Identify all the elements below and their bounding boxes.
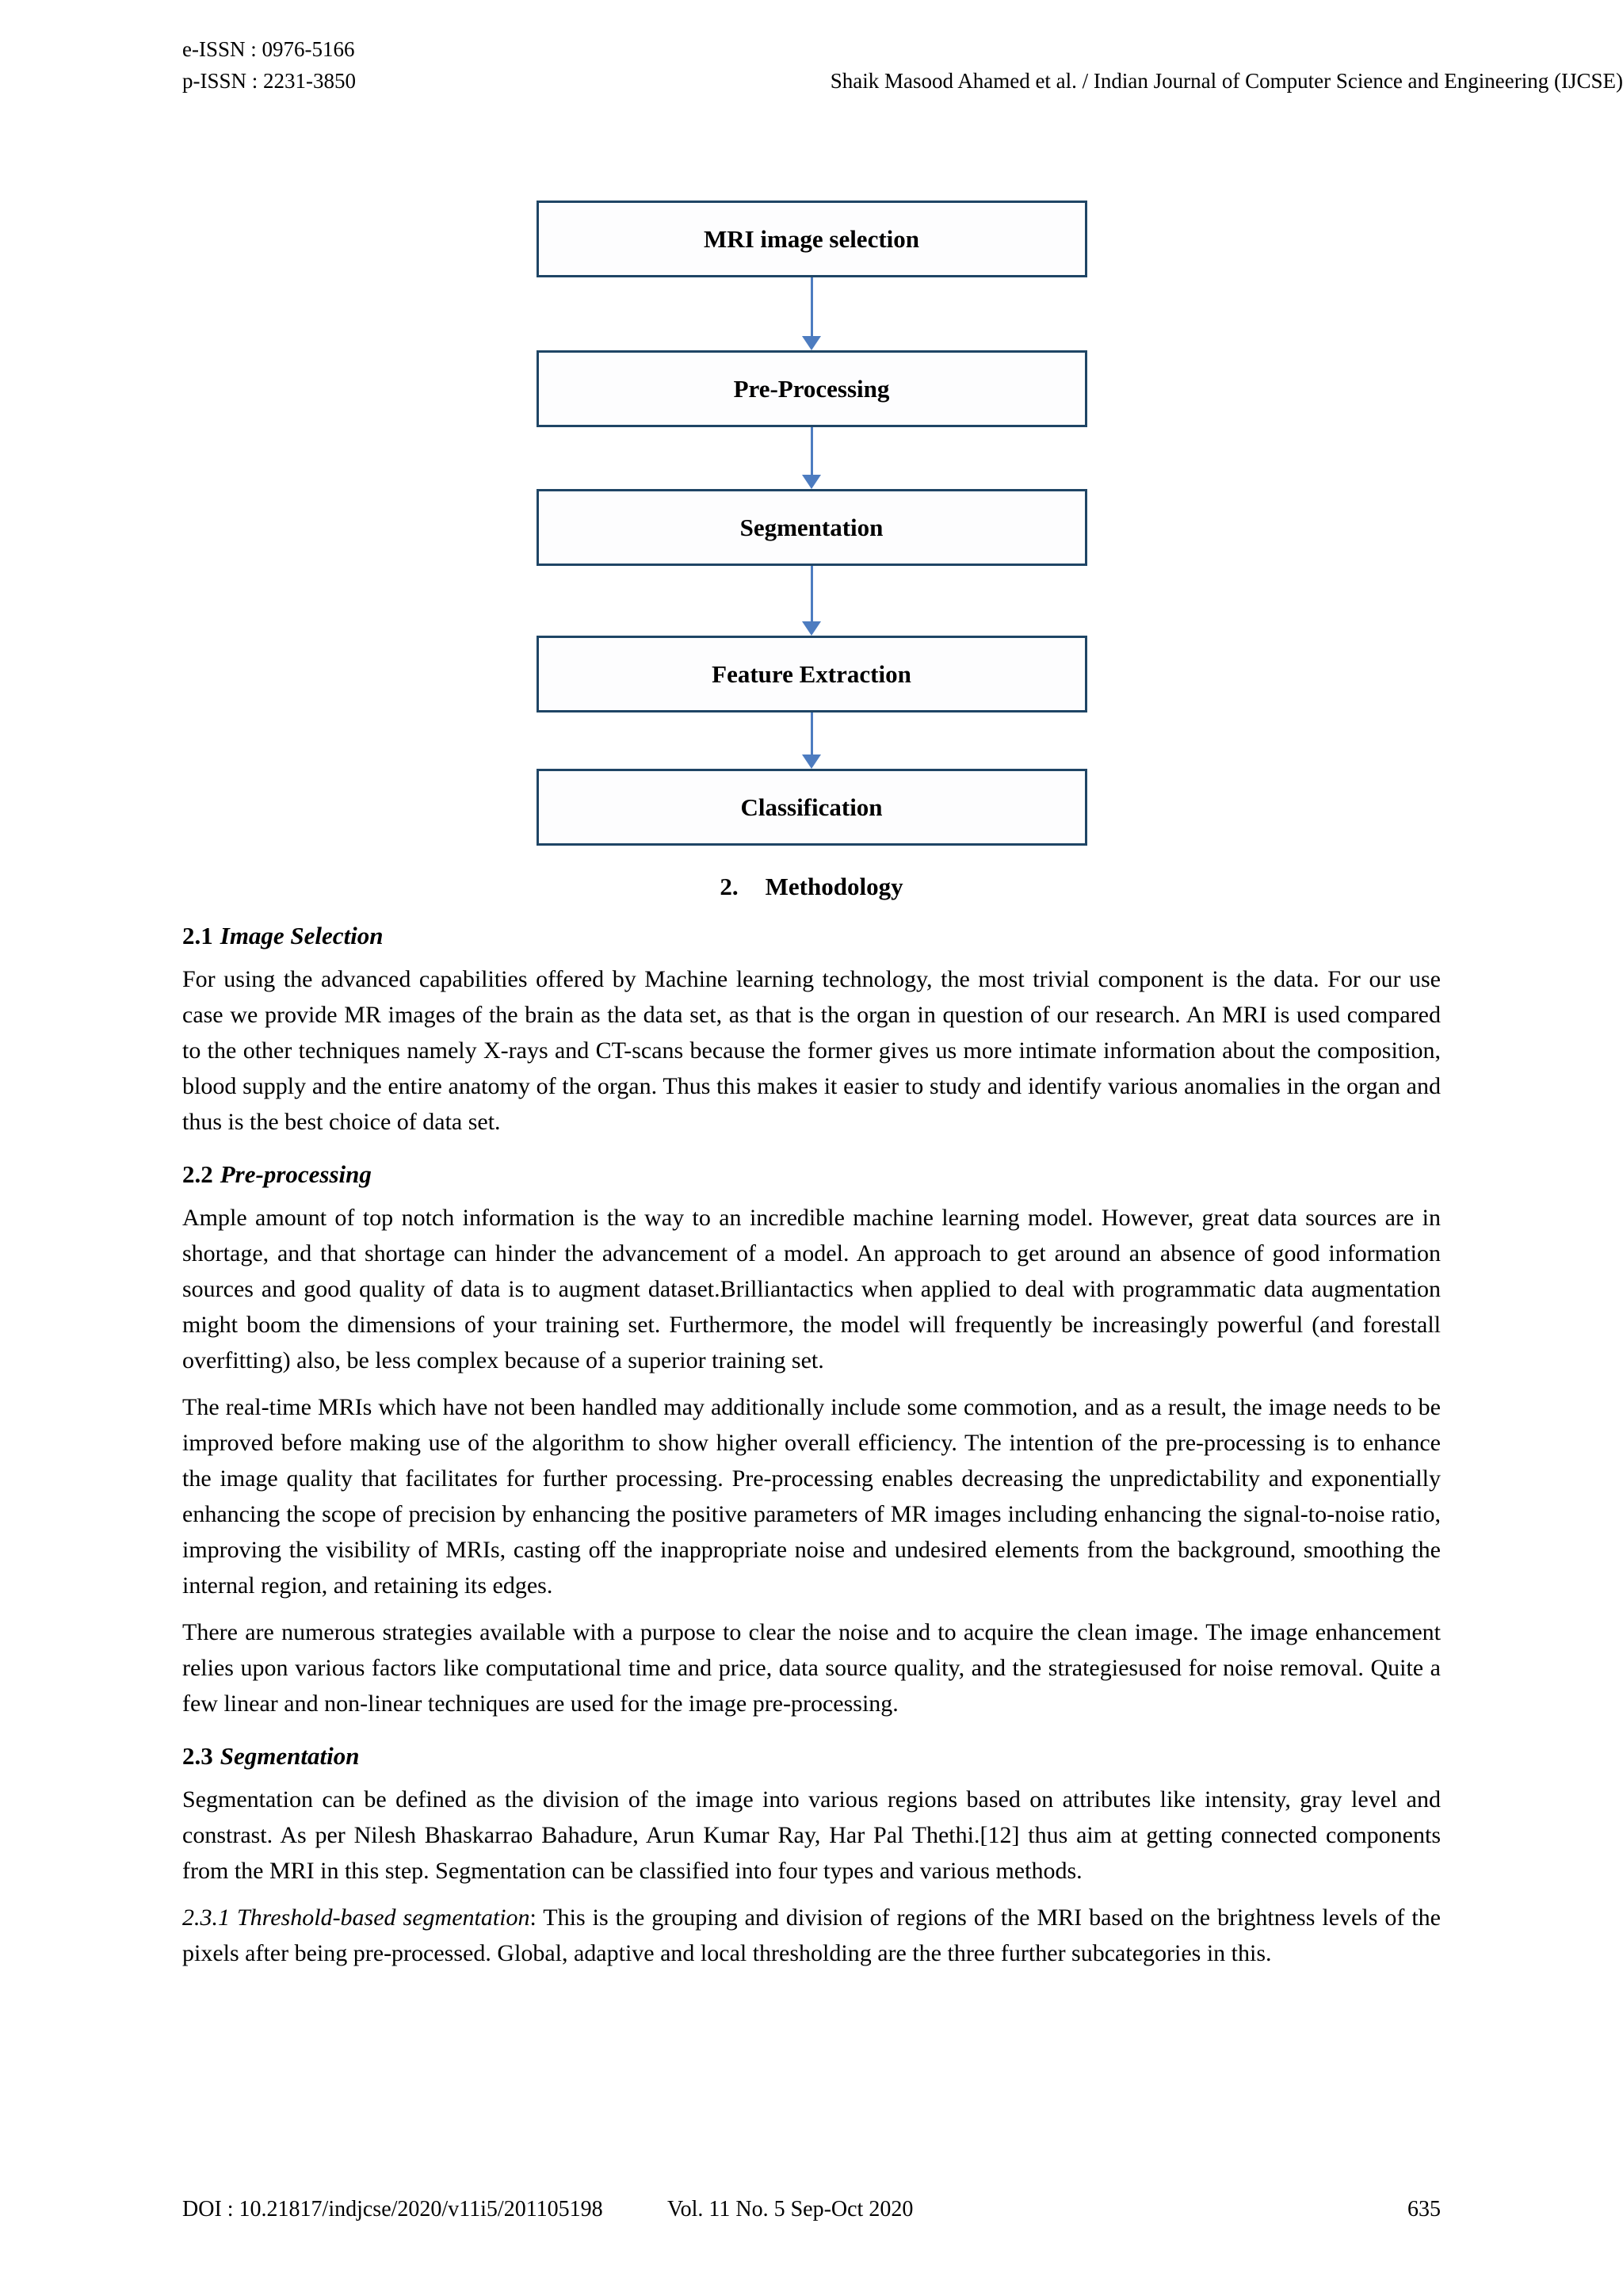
paragraph: The real-time MRIs which have not been h… [182,1394,1441,1599]
flowchart-box-mri-image-selection: MRI image selection [536,201,1087,277]
figure-caption-number: 2. [720,873,739,900]
arrow-down-icon [802,475,821,489]
section-title: Pre-processing [220,1160,372,1188]
eissn-text: e-ISSN : 0976-5166 [182,37,355,61]
flow-arrow [537,277,1087,350]
figure-caption: 2. Methodology [182,873,1441,901]
arrow-down-icon [802,755,821,769]
figure-caption-label: Methodology [765,873,903,900]
flowchart-box-feature-extraction: Feature Extraction [536,636,1087,712]
section-title: Image Selection [220,922,384,949]
flow-arrow [537,712,1087,769]
section-heading-2-1: 2.1 Image Selection [182,922,1441,950]
volume-issue-text: Vol. 11 No. 5 Sep-Oct 2020 [667,2197,914,2222]
section-number: 2.1 [182,922,213,949]
subsection-label: 2.3.1 Threshold-based segmentation [182,1904,530,1931]
flowchart-box-segmentation: Segmentation [536,489,1087,566]
arrow-down-icon [802,336,821,350]
section-number: 2.3 [182,1742,213,1770]
arrow-line [810,712,813,755]
issn-block: e-ISSN : 0976-5166 p-ISSN : 2231-3850 [182,33,356,97]
paragraph: Ample amount of top notch information is… [182,1205,1441,1373]
paragraph: Segmentation can be defined as the divis… [182,1786,1441,1884]
arrow-down-icon [802,621,821,636]
running-title: Shaik Masood Ahamed et al. / Indian Jour… [830,69,1623,93]
methodology-flowchart: MRI image selection Pre-Processing Segme… [536,201,1087,846]
paragraph: There are numerous strategies available … [182,1619,1441,1717]
arrow-line [810,566,813,622]
subsection-text: : This is the grouping and division of r… [182,1904,1441,1966]
section-title: Segmentation [220,1742,360,1770]
flowchart-box-pre-processing: Pre-Processing [536,350,1087,427]
pissn-text: p-ISSN : 2231-3850 [182,69,357,93]
section-number: 2.2 [182,1160,213,1188]
subsection-paragraph-2-3-1: 2.3.1 Threshold-based segmentation: This… [182,1900,1441,1971]
arrow-line [810,277,813,337]
arrow-line [810,427,813,476]
flow-arrow [537,566,1087,636]
page-number: 635 [1407,2197,1441,2222]
flowchart-box-classification: Classification [536,769,1087,846]
flow-arrow [537,427,1087,489]
page-content: MRI image selection Pre-Processing Segme… [182,201,1441,1982]
doi-text: DOI : 10.21817/indjcse/2020/v11i5/201105… [182,2197,603,2222]
paragraph: For using the advanced capabilities offe… [182,966,1441,1135]
